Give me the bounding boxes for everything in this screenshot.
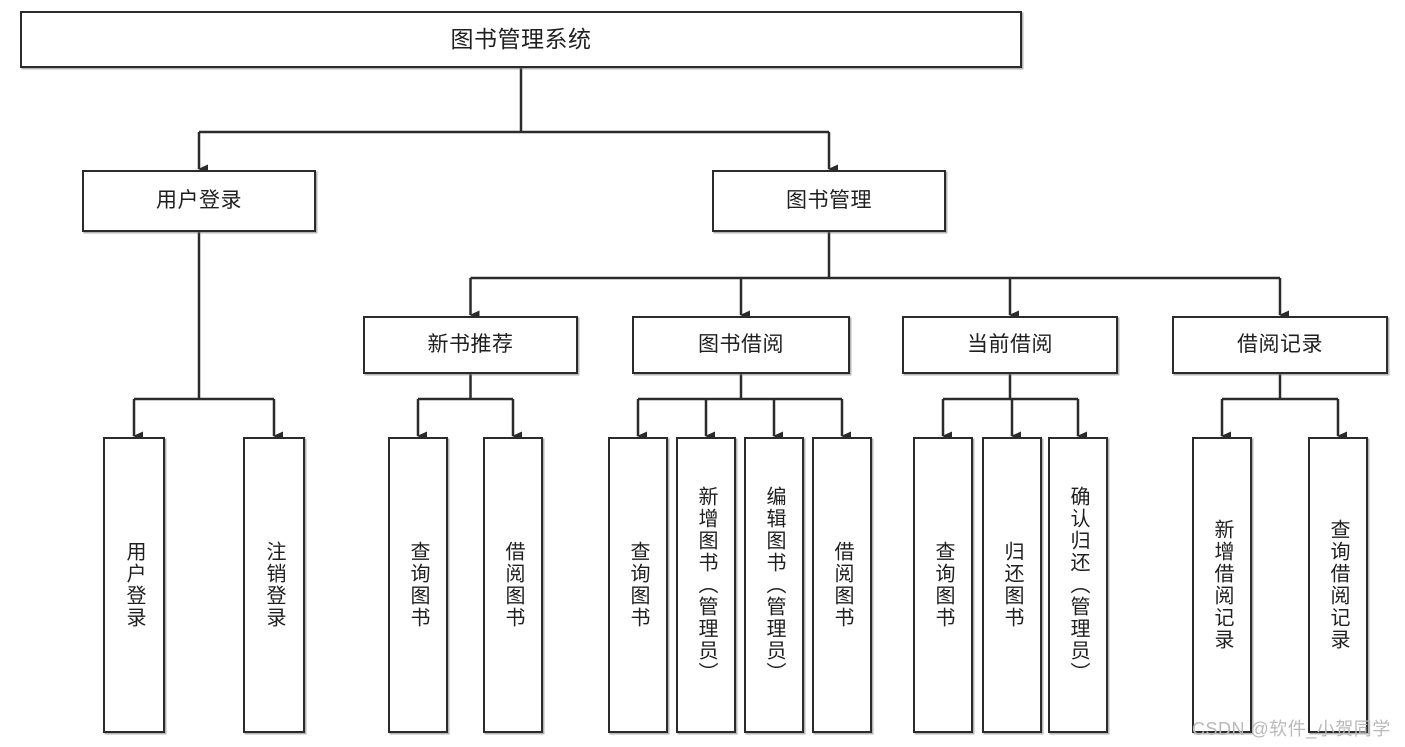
node-leaf-query-book-2[interactable]: 查询图书 — [608, 437, 668, 733]
node-leaf-logout-label: 注销登录 — [263, 541, 285, 629]
watermark-text: CSDN @软件_小贺同学 — [1192, 719, 1391, 739]
node-borrow-record[interactable]: 借阅记录 — [1172, 316, 1388, 374]
node-leaf-borrow-book-2[interactable]: 借阅图书 — [812, 437, 872, 733]
node-leaf-return-book[interactable]: 归还图书 — [982, 437, 1042, 733]
node-user-login-label: 用户登录 — [156, 188, 242, 212]
node-leaf-add-book-label: 新增图书（管理员） — [695, 486, 717, 684]
node-new-book-recommend[interactable]: 新书推荐 — [363, 316, 578, 374]
node-leaf-logout[interactable]: 注销登录 — [243, 437, 305, 733]
node-leaf-user-login[interactable]: 用户登录 — [103, 437, 165, 733]
node-leaf-query-book-3-label: 查询图书 — [932, 541, 954, 629]
node-leaf-confirm-return[interactable]: 确认归还（管理员） — [1048, 437, 1108, 733]
node-leaf-query-record[interactable]: 查询借阅记录 — [1308, 437, 1368, 733]
node-leaf-query-book-3[interactable]: 查询图书 — [913, 437, 973, 733]
node-user-login[interactable]: 用户登录 — [82, 170, 316, 232]
node-borrow-record-label: 借阅记录 — [1237, 332, 1323, 356]
node-book-manage-label: 图书管理 — [786, 188, 872, 212]
node-leaf-query-book-2-label: 查询图书 — [627, 541, 649, 629]
node-leaf-user-login-label: 用户登录 — [123, 541, 145, 629]
node-leaf-add-book[interactable]: 新增图书（管理员） — [676, 437, 736, 733]
node-current-borrow[interactable]: 当前借阅 — [902, 316, 1118, 374]
node-current-borrow-label: 当前借阅 — [967, 332, 1053, 356]
node-book-manage[interactable]: 图书管理 — [712, 170, 946, 232]
node-leaf-borrow-book-1-label: 借阅图书 — [502, 541, 524, 629]
node-leaf-edit-book-label: 编辑图书（管理员） — [763, 486, 785, 684]
node-root[interactable]: 图书管理系统 — [20, 11, 1022, 68]
node-root-label: 图书管理系统 — [450, 26, 592, 53]
node-leaf-add-record-label: 新增借阅记录 — [1211, 519, 1233, 651]
node-leaf-return-book-label: 归还图书 — [1001, 541, 1023, 629]
node-book-borrow-label: 图书借阅 — [698, 332, 784, 356]
node-leaf-borrow-book-2-label: 借阅图书 — [831, 541, 853, 629]
node-leaf-edit-book[interactable]: 编辑图书（管理员） — [744, 437, 804, 733]
node-leaf-confirm-return-label: 确认归还（管理员） — [1067, 486, 1089, 684]
node-new-book-recommend-label: 新书推荐 — [427, 332, 514, 356]
node-leaf-query-book-1-label: 查询图书 — [407, 541, 429, 629]
node-leaf-borrow-book-1[interactable]: 借阅图书 — [483, 437, 543, 733]
node-book-borrow[interactable]: 图书借阅 — [632, 316, 850, 374]
node-leaf-query-record-label: 查询借阅记录 — [1327, 519, 1349, 651]
node-leaf-add-record[interactable]: 新增借阅记录 — [1192, 437, 1252, 733]
node-leaf-query-book-1[interactable]: 查询图书 — [388, 437, 448, 733]
